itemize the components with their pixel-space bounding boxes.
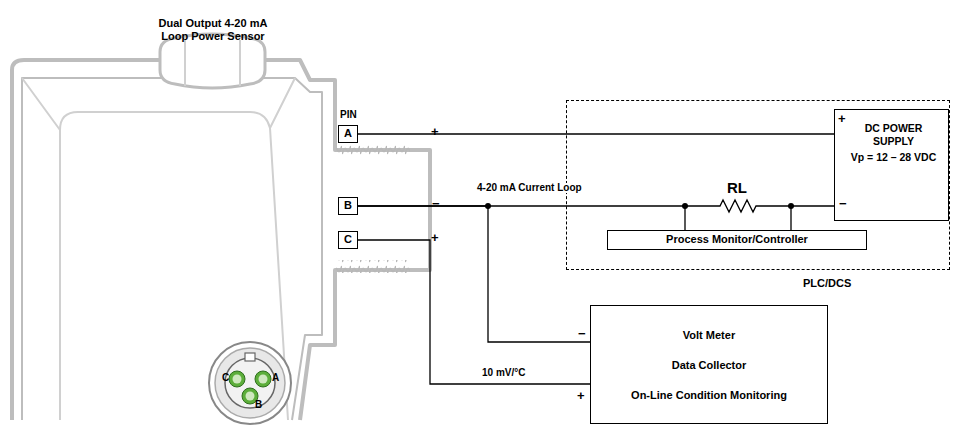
polarity-sign: − [432,197,440,210]
pin-box: A [338,125,358,143]
node-title: C [344,233,352,246]
wire [358,206,590,342]
node-title: Dual Output 4-20 mA Loop Power Sensor [153,17,273,43]
wire [358,206,685,230]
node-text: Vp = 12 – 28 VDC [851,151,937,164]
node-title: DC POWER SUPPLY [853,122,934,147]
pin-heading: PIN [340,110,357,120]
connector-face [209,342,291,424]
pin-box: C [338,231,358,249]
pin-letter: C [222,373,229,383]
wire-label: 4-20 mA Current Loop [475,183,584,193]
power-supply-box: DC POWER SUPPLY Vp = 12 – 28 VDC [834,109,949,221]
volt-meter-box: Volt MeterData CollectorOn-Line Conditio… [590,305,828,424]
process-monitor-box: Process Monitor/Controller [607,230,867,250]
node-title: PLC/DCS [803,277,851,290]
screw-thread [336,143,410,156]
node-title: A [344,127,352,140]
polarity-sign: + [431,125,439,138]
node-text: On-Line Condition Monitoring [631,389,787,402]
wire [358,133,834,134]
polarity-sign: + [577,389,585,402]
resistor-label: RL [727,180,747,195]
node-title: Process Monitor/Controller [666,233,808,246]
polarity-sign: − [578,327,586,340]
sensor-housing: Dual Output 4-20 mA Loop Power SensorA B C [60,10,366,420]
pin-letter: B [255,400,262,410]
wire [791,206,834,230]
node-title: Volt Meter [683,329,735,342]
plc-region: PLC/DCSDC POWER SUPPLYVp = 12 – 28 VDCPr… [566,100,950,270]
node-title: B [344,199,352,212]
pin-letter: A [272,373,279,383]
wire-label: 10 mV/°C [480,368,527,378]
polarity-sign: − [839,197,847,210]
resistor-symbol [685,200,791,212]
wire [358,240,590,384]
pin-box: B [338,197,358,215]
node-text: Data Collector [672,359,747,372]
polarity-sign: + [431,231,439,244]
screw-thread [336,260,410,273]
polarity-sign: + [838,112,846,125]
